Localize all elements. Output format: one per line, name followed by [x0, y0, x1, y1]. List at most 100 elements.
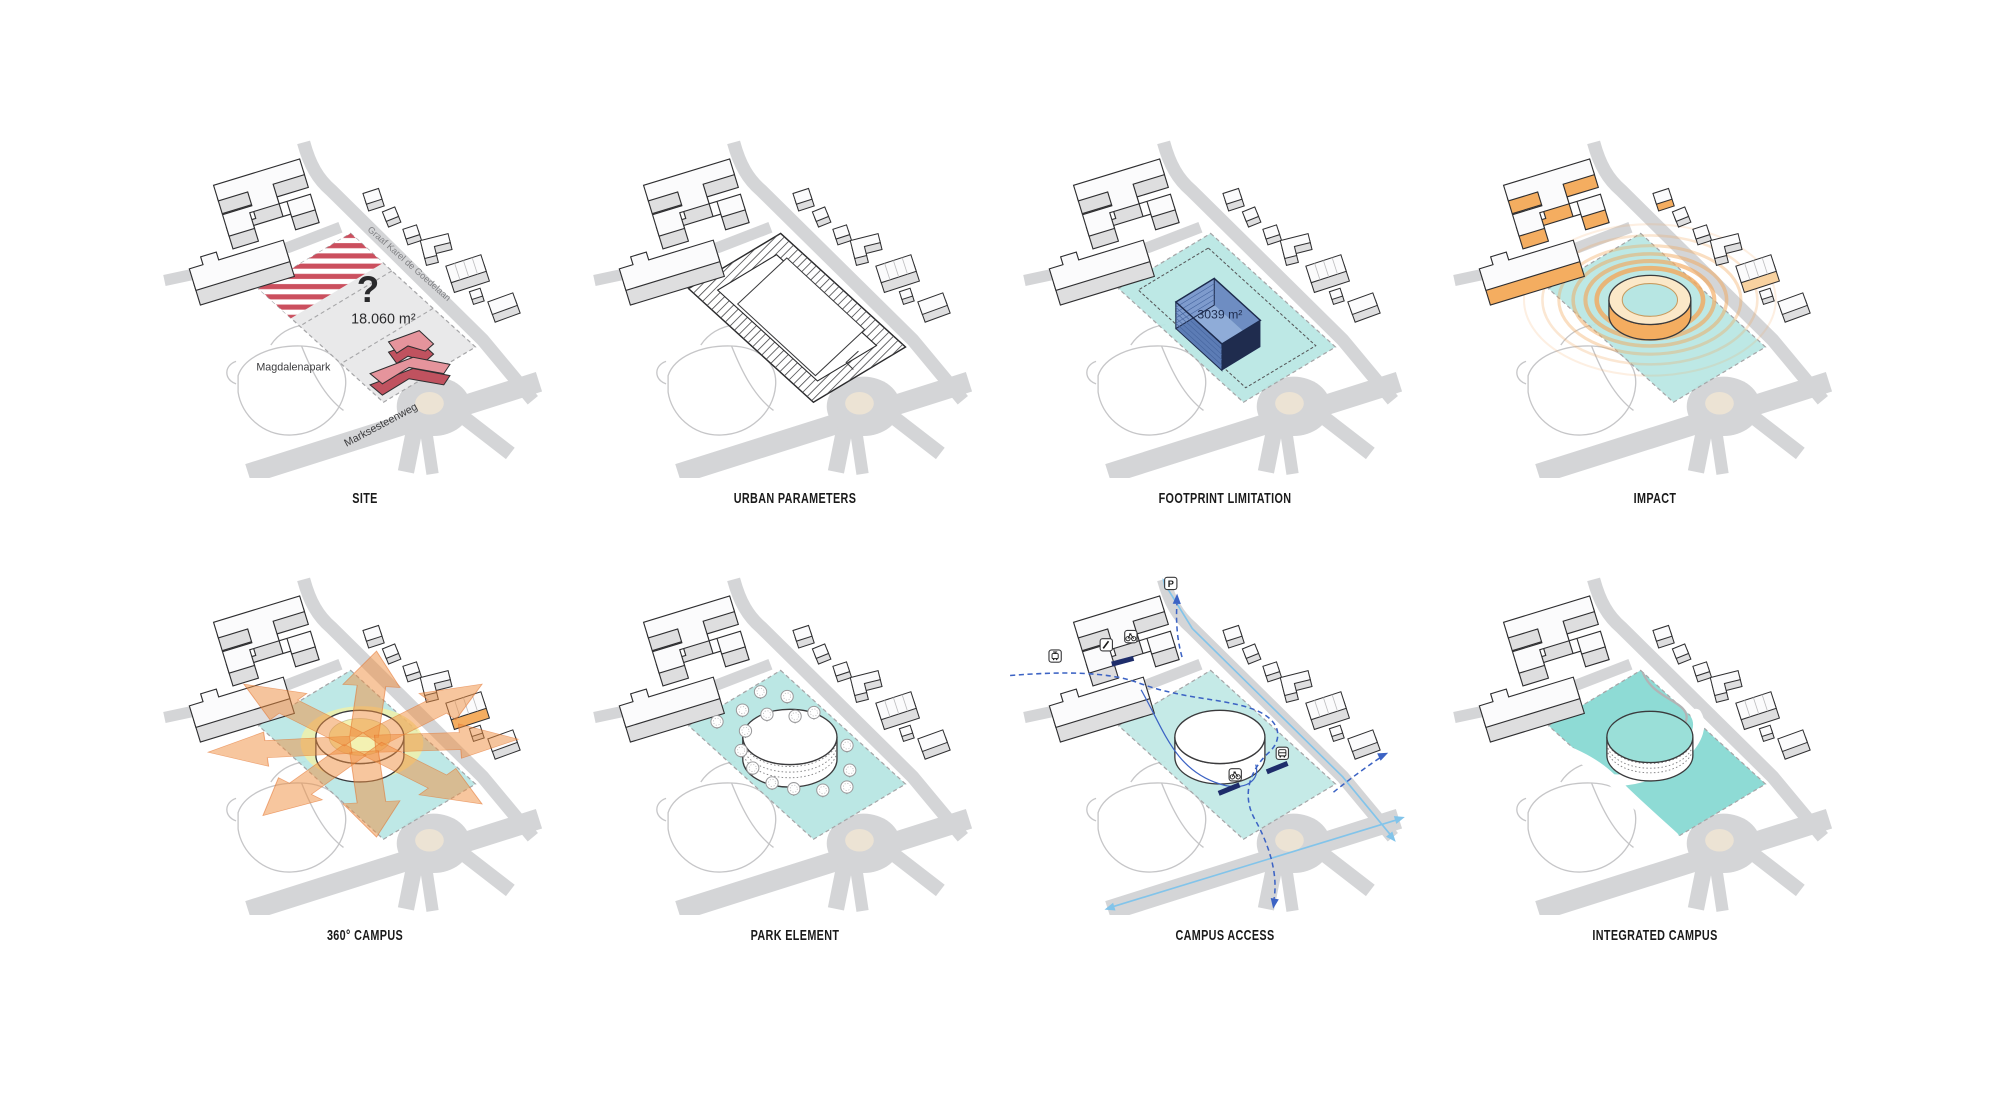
- tree: [734, 743, 748, 758]
- context-buildings: [1048, 158, 1381, 323]
- tree: [753, 685, 768, 699]
- context-building: [1305, 254, 1351, 294]
- context-building: [832, 224, 853, 246]
- path-gray: [1641, 671, 1688, 727]
- context-building: [832, 661, 853, 683]
- long-building: [618, 239, 726, 306]
- footprint-area-label: 3039 m²: [1197, 307, 1242, 321]
- context-building: [381, 643, 402, 665]
- context-building: [1652, 624, 1675, 649]
- tree: [840, 738, 854, 753]
- panel-label-campus-access: CAMPUS ACCESS: [1175, 927, 1275, 944]
- context-building: [1692, 224, 1713, 246]
- panel-label-urban-parameters: URBAN PARAMETERS: [733, 490, 857, 507]
- svg-text:P: P: [1168, 579, 1174, 589]
- tree: [807, 705, 821, 720]
- context-building: [917, 292, 951, 323]
- context-building: [1279, 233, 1313, 267]
- context-building: [362, 187, 385, 212]
- context-buildings: [188, 595, 521, 760]
- tree: [843, 763, 857, 778]
- context-building: [849, 233, 883, 267]
- context-building: [849, 670, 883, 704]
- context-building: [811, 206, 832, 228]
- bike-badge: [1124, 629, 1138, 644]
- entrance-bar: [1217, 782, 1241, 796]
- context-building: [811, 643, 832, 665]
- diagram-360-campus: [163, 577, 543, 915]
- context-building: [1241, 206, 1262, 228]
- long-building: [1478, 239, 1586, 306]
- ring-building: [742, 708, 838, 788]
- h-building: [642, 158, 750, 250]
- diagram-footprint-limitation: 3039 m²: [1023, 140, 1403, 478]
- context-building: [875, 691, 921, 731]
- panel-label-park-element: PARK ELEMENT: [750, 927, 840, 944]
- site-hatch-red: [258, 233, 384, 319]
- panel-integrated-campus: INTEGRATED CAMPUS: [1440, 565, 1870, 1002]
- tree: [710, 715, 724, 729]
- base-map: [593, 140, 973, 478]
- panel-impact: IMPACT: [1440, 128, 1870, 565]
- diagram-urban-parameters: [593, 140, 973, 478]
- long-building: [188, 239, 296, 306]
- context-building: [362, 624, 385, 649]
- context-building: [1262, 224, 1283, 246]
- context-building: [898, 287, 915, 306]
- bike-badge: [1228, 768, 1242, 782]
- ring-building: [1174, 709, 1266, 785]
- context-building: [1279, 670, 1313, 704]
- context-building: [402, 661, 423, 683]
- panel-urban-parameters: URBAN PARAMETERS: [580, 128, 1010, 565]
- context-buildings: [1478, 158, 1811, 323]
- context-building: [487, 292, 521, 323]
- panel-360-campus: 360° CAMPUS: [150, 565, 580, 1002]
- context-buildings: [618, 595, 951, 760]
- diagram-impact: [1453, 140, 1833, 478]
- diagram-park-element: [593, 577, 973, 915]
- panel-campus-access: P CAMPUS ACCESS: [1010, 565, 1440, 1002]
- context-building: [468, 287, 485, 306]
- context-buildings: [618, 158, 951, 323]
- context-building: [1735, 691, 1781, 731]
- h-building: [212, 595, 320, 687]
- tree: [738, 724, 753, 739]
- question-mark: ?: [357, 269, 380, 310]
- panel-label-360-campus: 360° CAMPUS: [326, 927, 404, 944]
- context-building: [419, 233, 453, 267]
- ring-building: [1608, 274, 1692, 341]
- context-building: [1347, 292, 1381, 323]
- panel-park-element: PARK ELEMENT: [580, 565, 1010, 1002]
- max-footprint-outline: [1137, 247, 1317, 389]
- entrance-bar: [1265, 761, 1289, 775]
- context-building: [792, 187, 815, 212]
- panel-label-site: SITE: [352, 490, 378, 507]
- context-building: [792, 624, 815, 649]
- context-building: [1652, 187, 1675, 212]
- tree: [765, 776, 779, 791]
- crossing-badge: [1099, 638, 1113, 652]
- direction-arrows: [206, 650, 520, 838]
- context-building: [1222, 187, 1245, 212]
- context-building: [381, 206, 402, 228]
- context-building: [1735, 254, 1781, 294]
- h-building: [1072, 158, 1180, 250]
- context-building: [1222, 624, 1245, 649]
- long-building: [1048, 239, 1156, 306]
- panel-label-footprint-limitation: FOOTPRINT LIMITATION: [1158, 490, 1292, 507]
- trees: [710, 685, 857, 798]
- context-building: [445, 254, 491, 294]
- site-area-label: 18.060 m²: [351, 311, 416, 327]
- diagram-integrated-campus: [1453, 577, 1833, 915]
- context-building: [917, 729, 951, 760]
- context-building: [1777, 292, 1811, 323]
- context-building: [1709, 670, 1743, 704]
- impact-rings: [1522, 223, 1777, 377]
- context-building: [1241, 643, 1262, 665]
- access-routes: [1010, 578, 1405, 911]
- context-buildings: [188, 158, 521, 323]
